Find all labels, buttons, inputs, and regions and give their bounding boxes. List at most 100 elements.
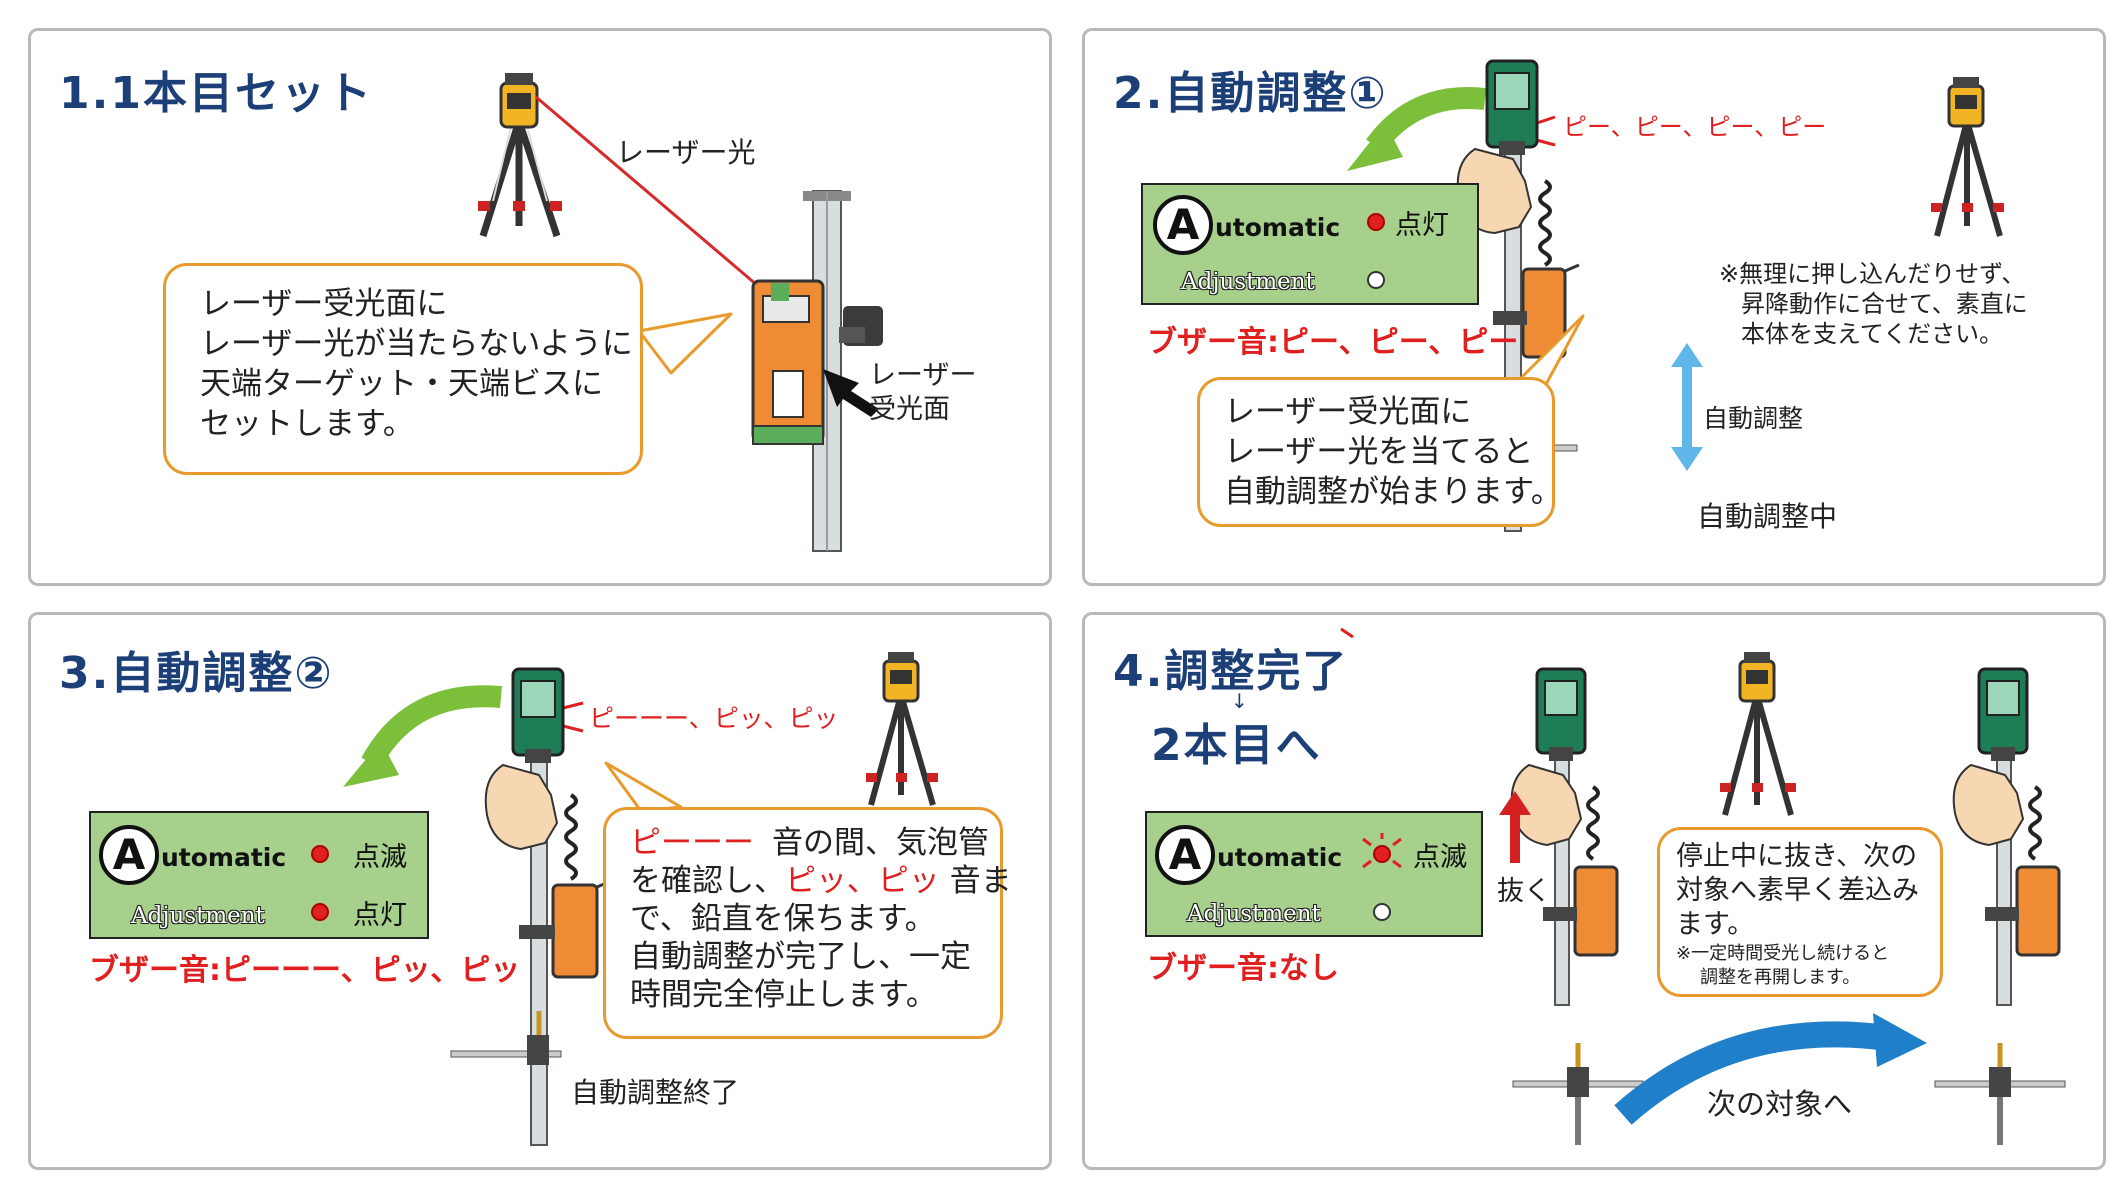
bubble-line: 時間完全停止します。 xyxy=(630,977,937,1013)
pole-head-icon xyxy=(1485,59,1539,155)
panel-step-4: 4.調整完了 ↓ 2本目へ xyxy=(1082,612,2106,1170)
buzzer-text: ブザー音:ピーーー、ピッ、ピッ xyxy=(89,953,521,988)
panel-4-title: 4.調整完了 xyxy=(1113,646,1349,697)
automatic-word: utomatic xyxy=(1217,843,1343,872)
beep-short-red: ピッ、ピッ xyxy=(785,863,940,899)
laser-receiver-icon xyxy=(519,879,612,979)
laser-tripod-icon xyxy=(1720,652,1796,816)
instruction-bubble: レーザー受光面に レーザー光が当たらないように 天端ターゲット・天端ビスに セッ… xyxy=(163,263,643,475)
automatic-adjustment-panel: A utomatic Adjustment 点灯 xyxy=(1141,183,1479,305)
pull-up-arrow-icon xyxy=(1499,791,1531,863)
bubble-line: ピーーー音の間、気泡管 xyxy=(630,824,1000,862)
bubble-line: レーザー受光面に xyxy=(200,286,448,322)
laser-receiver-icon xyxy=(1985,865,2061,957)
lamp-off-icon xyxy=(1367,271,1385,289)
note-line: 本体を支えてください。 xyxy=(1741,320,2004,348)
panel-1-title: 1.1本目セット xyxy=(59,68,373,119)
automatic-adjustment-panel: A utomatic Adjustment 点滅 xyxy=(1145,811,1483,937)
automatic-word: utomatic xyxy=(161,843,287,872)
automatic-a-icon: A xyxy=(99,825,159,885)
auto-adjust-label: 自動調整 xyxy=(1703,404,1804,433)
laser-beam xyxy=(535,95,792,316)
bubble-line: レーザー光を当てると xyxy=(1224,434,1534,470)
pole-head-icon xyxy=(1535,667,1587,761)
hand-icon xyxy=(1952,763,2025,847)
automatic-a-icon: A xyxy=(1153,195,1213,255)
sensor-label: レーザー 受光面 xyxy=(869,359,976,427)
bubble-line: 天端ターゲット・天端ビスに xyxy=(200,366,603,402)
green-arrow-icon xyxy=(361,685,502,769)
adjustment-word: Adjustment xyxy=(1187,901,1321,927)
lamp-on-icon xyxy=(1367,213,1385,231)
buzzer-text: ブザー音:なし xyxy=(1147,951,1339,986)
instruction-bubble: 停止中に抜き、次の 対象へ素早く差込み ます。 ※一定時間受光し続けると 調整を… xyxy=(1657,827,1943,997)
beep-long-red: ピーーー xyxy=(630,825,754,861)
pole-head-icon xyxy=(511,667,565,763)
hand-icon xyxy=(484,763,559,851)
bubble-text: 音ま xyxy=(949,863,1012,899)
panel-3-title: 3.自動調整② xyxy=(59,648,334,699)
blink-rays-icon xyxy=(1340,627,1354,639)
pointer-arrow-icon xyxy=(823,369,879,417)
bubble-text: を確認し、 xyxy=(630,863,785,899)
sensor-label-line-2: 受光面 xyxy=(869,394,950,425)
adjustment-word: Adjustment xyxy=(1181,269,1315,295)
bubble-line: 自動調整が完了し、一定 xyxy=(630,939,971,975)
bubble-line: 対象へ素早く差込み xyxy=(1676,875,1919,906)
beep-text: ピー、ピー、ピー、ピー xyxy=(1563,113,1827,141)
panel-step-2: 2.自動調整① xyxy=(1082,28,2106,586)
lamp-off-icon xyxy=(1373,903,1391,921)
bubble-line: を確認し、ピッ、ピッ音ま xyxy=(630,862,1012,900)
lamp-top-label: 点灯 xyxy=(1395,210,1449,241)
status-text: 自動調整終了 xyxy=(571,1076,740,1109)
note-line: 昇降動作に合せて、素直に xyxy=(1741,290,2028,318)
bubble-text: 音の間、気泡管 xyxy=(772,825,989,861)
panel-step-3: 3.自動調整② xyxy=(28,612,1052,1170)
bubble-note-line: 調整を再開します。 xyxy=(1700,967,1861,988)
laser-tripod-icon xyxy=(478,73,562,238)
panel-1-illustration xyxy=(478,73,883,552)
bubble-note-line: ※一定時間受光し続けると xyxy=(1676,943,1890,964)
laser-tripod-icon xyxy=(1931,77,2004,237)
next-target-label: 次の対象へ xyxy=(1707,1087,1853,1121)
laser-tripod-icon xyxy=(866,652,938,806)
bubble-line: レーザー光が当たらないように xyxy=(200,326,633,362)
lamp-on-icon xyxy=(311,903,329,921)
bubble-line: レーザー受光面に xyxy=(1224,394,1472,430)
bubble-line: ます。 xyxy=(1676,909,1755,940)
target-base-right-icon xyxy=(1934,1043,2066,1145)
down-arrow-icon: ↓ xyxy=(1231,689,1248,713)
beep-text: ピーーー、ピッ、ピッ xyxy=(589,704,839,733)
bubble-line: 停止中に抜き、次の xyxy=(1676,841,1918,872)
up-down-arrow-icon xyxy=(1671,343,1703,471)
blink-rays-icon xyxy=(1362,833,1402,869)
pull-label: 抜く xyxy=(1497,876,1551,907)
next-target-arrow-icon xyxy=(1614,1021,1897,1125)
lamp-bottom-label: 点灯 xyxy=(353,900,407,931)
instruction-bubble: ピーーー音の間、気泡管 を確認し、ピッ、ピッ音ま で、鉛直を保ちます。 自動調整… xyxy=(603,807,1012,1039)
bubble-line: で、鉛直を保ちます。 xyxy=(630,901,936,937)
pole-head-icon xyxy=(1977,667,2029,761)
buzzer-text: ブザー音:ピー、ピー、ピー xyxy=(1147,325,1519,360)
laser-receiver-icon xyxy=(1543,865,1619,957)
automatic-word: utomatic xyxy=(1215,213,1341,242)
lamp-blink-icon xyxy=(311,845,329,863)
panel-4-subtitle: 2本目へ xyxy=(1151,720,1322,771)
adjustment-word: Adjustment xyxy=(131,903,265,929)
bubble-line: セットします。 xyxy=(200,406,414,442)
automatic-adjustment-panel: A utomatic Adjustment 点滅 点灯 xyxy=(89,811,429,939)
automatic-a-icon: A xyxy=(1155,825,1215,885)
instruction-bubble: レーザー受光面に レーザー光を当てると 自動調整が始まります。 xyxy=(1197,377,1562,527)
panel-step-1: 1.1本目セット xyxy=(28,28,1052,586)
sensor-label-line-1: レーザー xyxy=(869,360,977,391)
note-line: ※無理に押し込んだりせず、 xyxy=(1719,260,2026,288)
caution-note: ※無理に押し込んだりせず、 昇降動作に合せて、素直に 本体を支えてください。 xyxy=(1719,259,2028,349)
bubble-line: 自動調整が始まります。 xyxy=(1224,474,1562,510)
panel-2-title: 2.自動調整① xyxy=(1113,68,1388,119)
lamp-top-label: 点滅 xyxy=(1413,842,1467,873)
lamp-top-label: 点滅 xyxy=(353,842,407,873)
laser-light-label: レーザー光 xyxy=(616,136,756,169)
laser-receiver-icon xyxy=(751,279,883,445)
lamp-blink-icon xyxy=(1373,845,1391,863)
target-base-left-icon xyxy=(1512,1043,1644,1145)
